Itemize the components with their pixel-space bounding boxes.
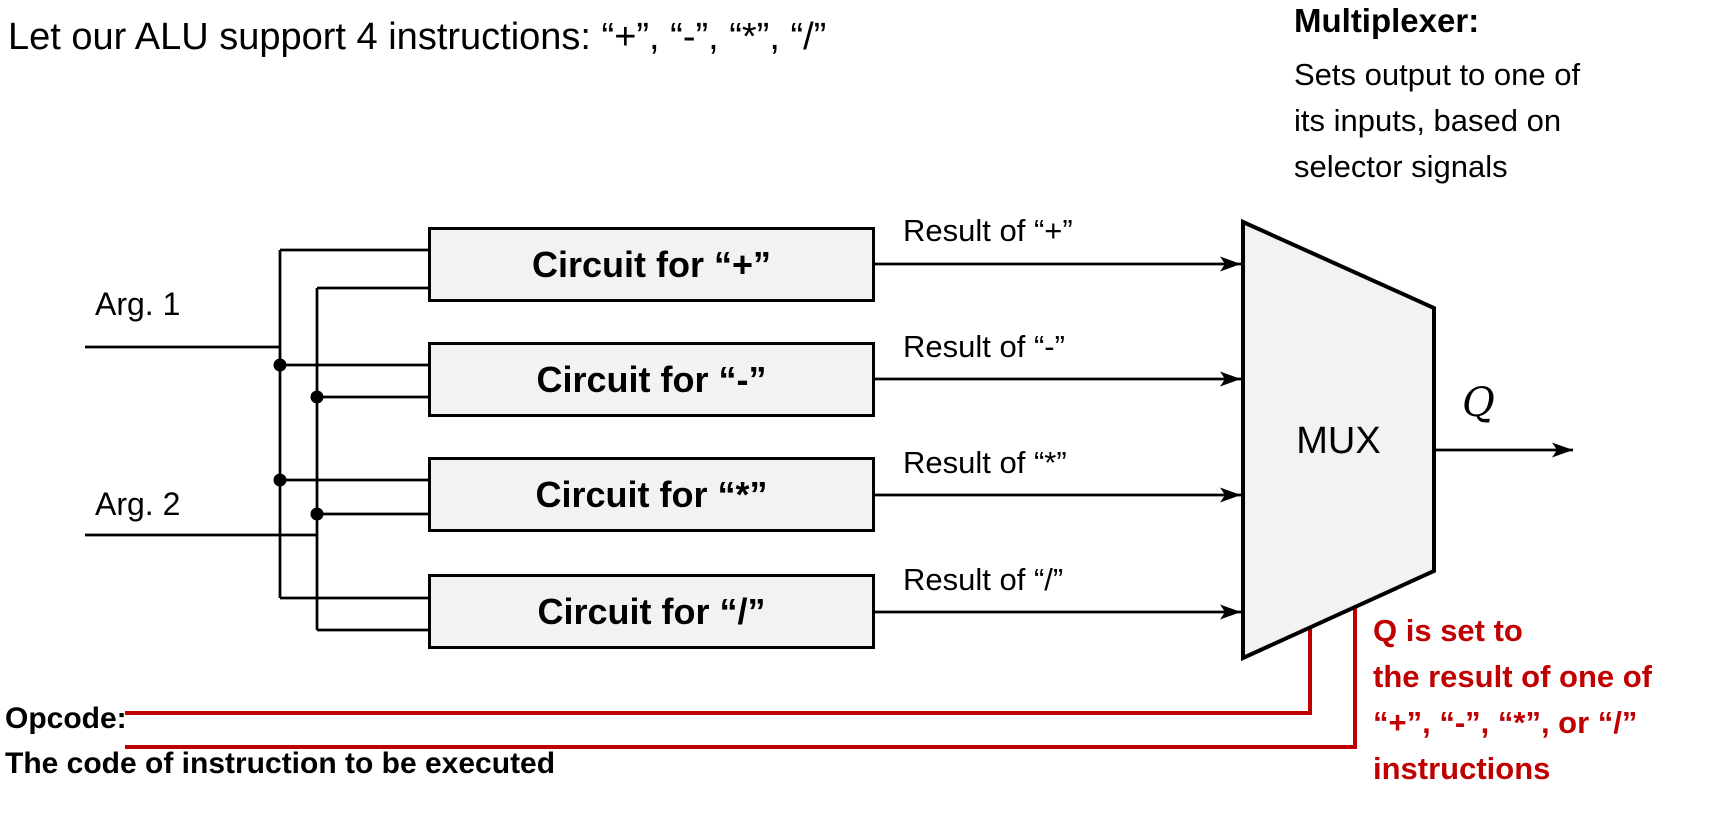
junction-dot [273, 473, 287, 487]
multiplexer-note-body: Sets output to one of its inputs, based … [1294, 52, 1580, 190]
q-annotation: Q is set to the result of one of “+”, “-… [1373, 608, 1652, 792]
mux-shape [1241, 218, 1436, 662]
result-label-div: Result of “/” [903, 562, 1064, 597]
q-annotation-line: instructions [1373, 751, 1551, 786]
opcode-selector-wire-1 [125, 618, 1312, 715]
circuit-box-label: Circuit for “*” [535, 473, 768, 515]
input-wires [85, 248, 428, 632]
multiplexer-note-line: selector signals [1294, 149, 1508, 184]
opcode-description: The code of instruction to be executed [5, 747, 556, 780]
multiplexer-note: Multiplexer: Sets output to one of its i… [1294, 2, 1580, 190]
junction-dot [310, 507, 324, 521]
result-label-minus: Result of “-” [903, 329, 1065, 364]
page-title: Let our ALU support 4 instructions: “+”,… [8, 16, 827, 58]
opcode-heading: Opcode: [5, 702, 127, 735]
q-annotation-line: Q is set to [1373, 613, 1523, 648]
circuit-box-div: Circuit for “/” [428, 574, 875, 649]
mux-output-label: Q [1462, 380, 1495, 426]
result-label-mul: Result of “*” [903, 445, 1067, 480]
mux-label: MUX [1296, 420, 1381, 462]
circuit-box-label: Circuit for “/” [537, 590, 766, 632]
junction-dot [273, 358, 287, 372]
multiplexer-note-line: Sets output to one of [1294, 57, 1581, 92]
result-arrows [875, 256, 1573, 620]
circuit-box-label: Circuit for “+” [531, 243, 772, 285]
arg2-label: Arg. 2 [95, 486, 181, 522]
q-annotation-line: “+”, “-”, “*”, or “/” [1373, 705, 1638, 740]
opcode-selector-wire-2 [125, 600, 1357, 749]
junction-dot [310, 390, 324, 404]
circuit-box-plus: Circuit for “+” [428, 227, 875, 302]
q-annotation-line: the result of one of [1373, 659, 1652, 694]
multiplexer-note-heading: Multiplexer: [1294, 2, 1480, 39]
circuit-box-mul: Circuit for “*” [428, 457, 875, 532]
circuit-box-label: Circuit for “-” [536, 358, 767, 400]
arg1-label: Arg. 1 [95, 286, 181, 322]
result-label-plus: Result of “+” [903, 213, 1073, 248]
circuit-box-minus: Circuit for “-” [428, 342, 875, 417]
junction-dots [273, 358, 324, 521]
multiplexer-note-line: its inputs, based on [1294, 103, 1562, 138]
opcode-bus-wires [125, 600, 1357, 749]
